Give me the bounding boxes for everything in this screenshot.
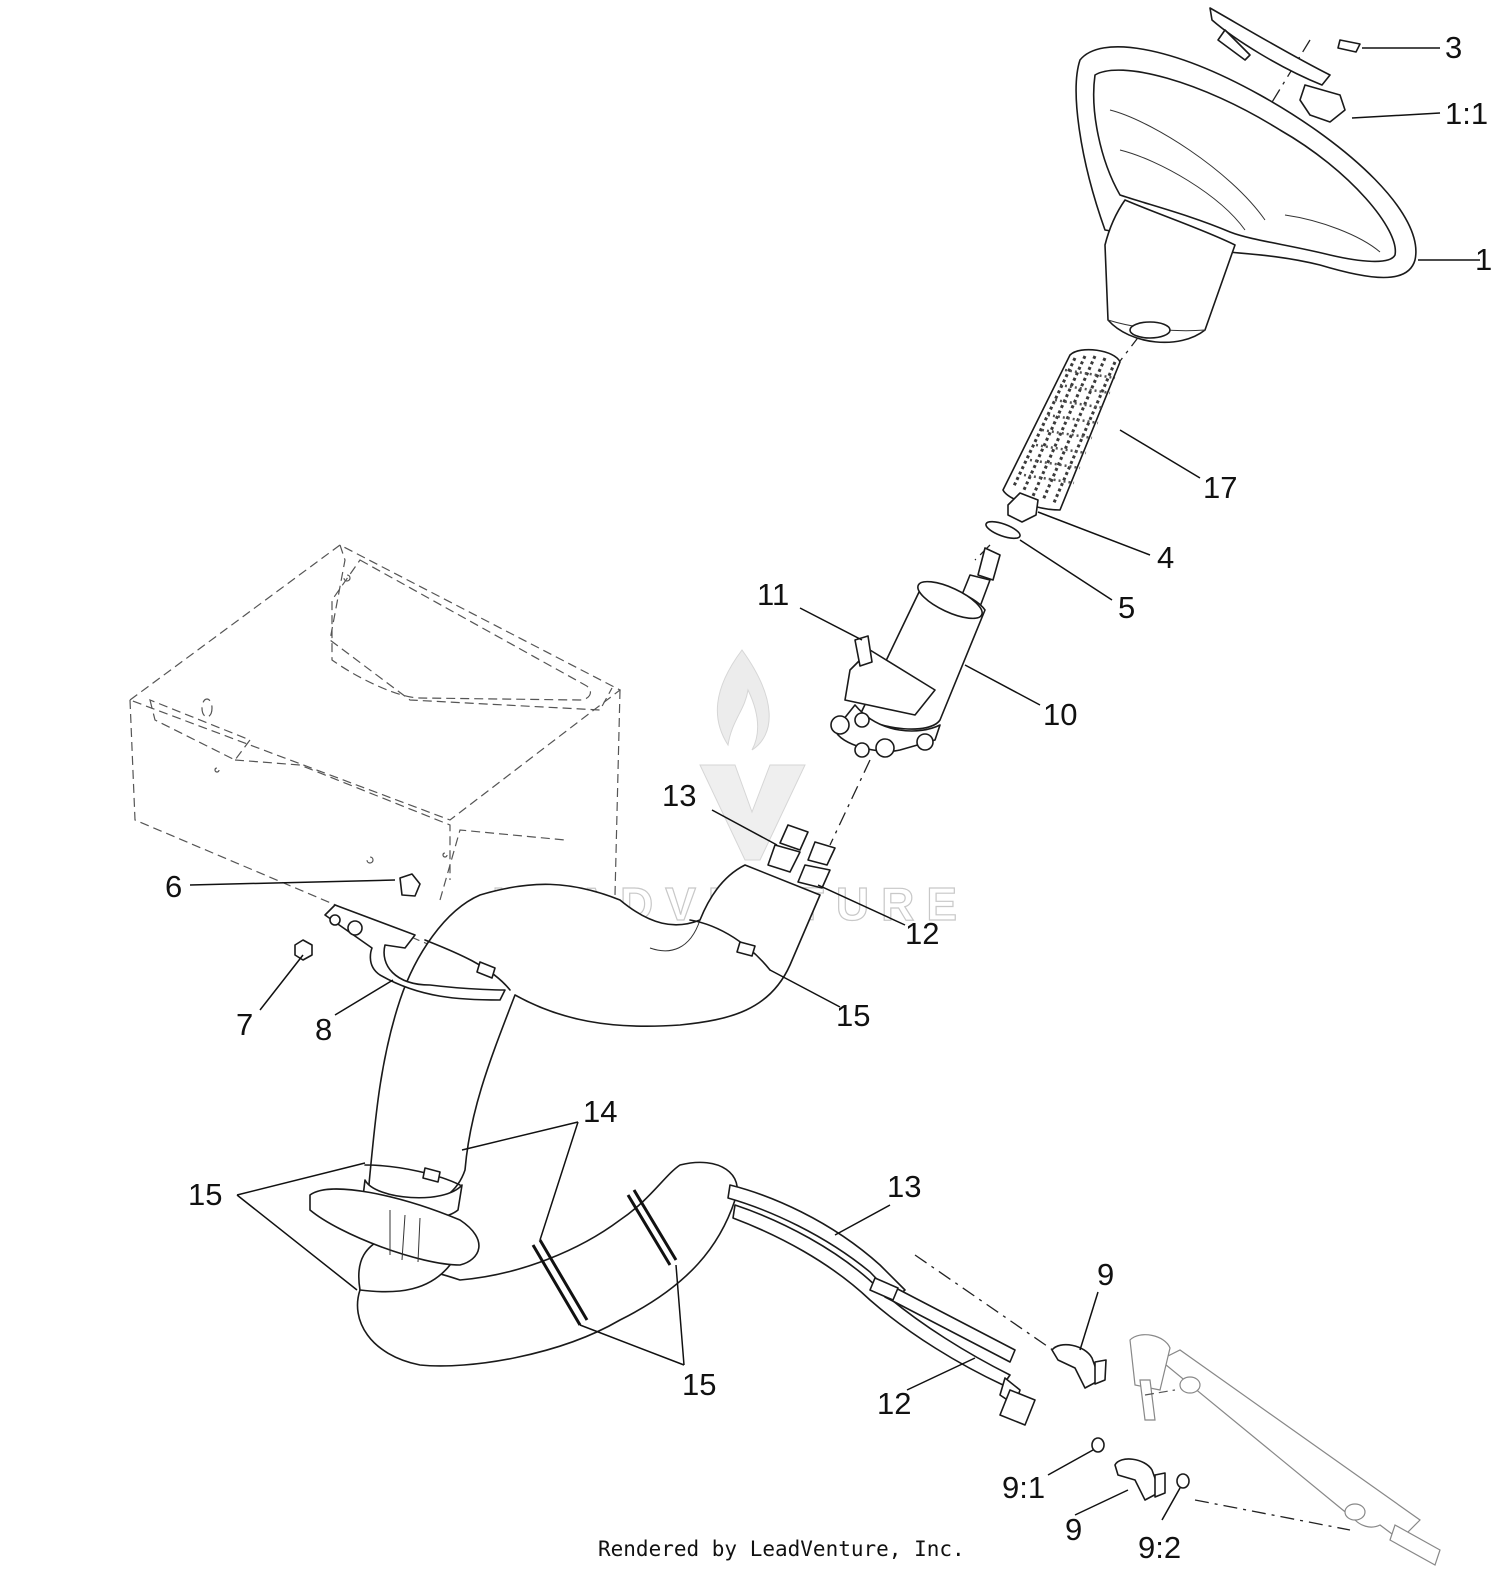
flexible-boot	[309, 864, 821, 1367]
flange-nut	[294, 939, 313, 961]
callout-9-1: 9:1	[1002, 1470, 1045, 1505]
callout-4: 4	[1157, 540, 1174, 575]
callout-8: 8	[315, 1012, 332, 1047]
callout-13-lower: 13	[887, 1169, 921, 1204]
steering-wheel	[1075, 46, 1417, 344]
small-washer	[1337, 39, 1361, 53]
elbow-fittings	[1051, 1343, 1190, 1501]
hex-nut	[1007, 492, 1039, 523]
callout-1: 1	[1475, 242, 1492, 277]
clamp-bands	[364, 919, 771, 1186]
callout-15-left: 15	[188, 1177, 222, 1212]
callout-13-upper: 13	[662, 778, 696, 813]
callout-5: 5	[1118, 590, 1135, 625]
leadventure-watermark-logo	[699, 649, 806, 861]
callout-1-1: 1:1	[1445, 96, 1488, 131]
center-cap	[1209, 7, 1331, 86]
knurled-sleeve	[1002, 348, 1121, 511]
callout-9-2: 9:2	[1138, 1530, 1181, 1565]
steering-control-unit	[830, 547, 1001, 758]
callout-9-lower: 9	[1065, 1512, 1082, 1547]
callout-3: 3	[1445, 30, 1462, 65]
hydraulic-hoses	[727, 1184, 1036, 1426]
steering-cylinder	[1129, 1334, 1441, 1566]
carriage-bolt	[399, 873, 421, 897]
leader-lines	[189, 47, 1480, 1521]
callout-labels: 3 1:1 1 17 4 5 11 10 13 12 6 7 8 15 14 1…	[165, 30, 1492, 1565]
retaining-clip	[1299, 84, 1346, 123]
hose-axis-lower	[914, 1254, 1351, 1531]
flat-washer	[985, 520, 1021, 540]
callout-15-lower: 15	[682, 1367, 716, 1402]
callout-15-upper: 15	[836, 998, 870, 1033]
mounting-bracket	[324, 904, 506, 1001]
callout-6: 6	[165, 869, 182, 904]
upper-fittings	[767, 824, 836, 889]
footer-credit: Rendered by LeadVenture, Inc.	[598, 1537, 965, 1561]
callout-10: 10	[1043, 697, 1077, 732]
callout-12-upper: 12	[905, 916, 939, 951]
callout-7: 7	[236, 1007, 253, 1042]
callout-12-lower: 12	[877, 1386, 911, 1421]
callout-9-upper: 9	[1097, 1257, 1114, 1292]
callout-14: 14	[583, 1094, 617, 1129]
callout-11: 11	[757, 577, 789, 612]
console-outline	[129, 544, 622, 946]
callout-17: 17	[1203, 470, 1237, 505]
